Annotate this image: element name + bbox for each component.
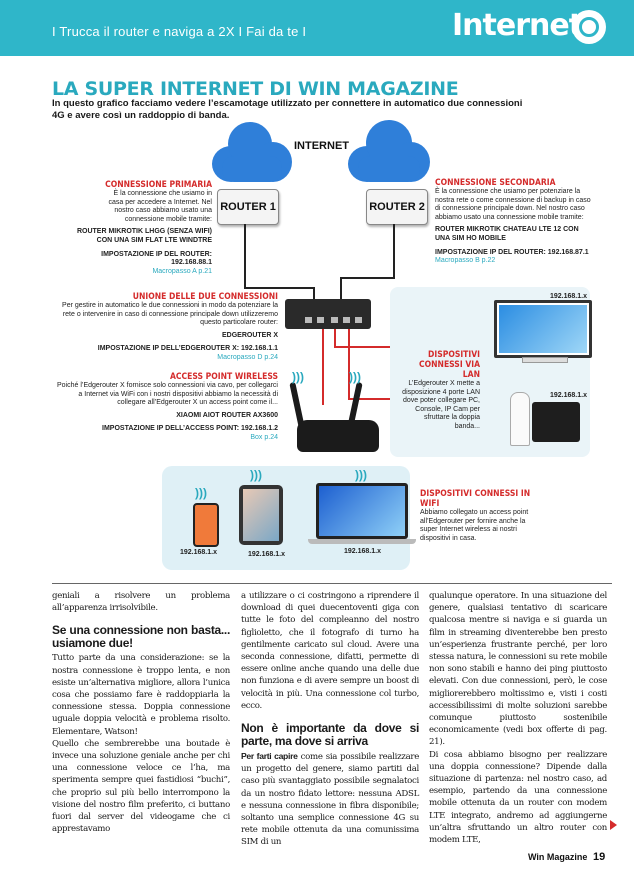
ap-device: XIAOMI AIOT ROUTER AX3600 <box>52 412 278 421</box>
primary-text: È la connessione che usiamo in casa per … <box>106 190 212 224</box>
wifi-icon: ))) <box>250 468 262 482</box>
lan-heading: DISPOSITIVI CONNESSI VIA LAN <box>400 350 480 380</box>
paragraph-text: come sia possibile realizzare un progett… <box>241 752 419 847</box>
ap-heading: ACCESS POINT WIRELESS <box>52 372 278 382</box>
union-heading: UNIONE DELLE DUE CONNESSIONI <box>52 292 278 302</box>
cable-lan-2 <box>348 329 350 399</box>
paragraph: Tutto parte da una considerazione: se la… <box>52 652 230 737</box>
ip-laptop: 192.168.1.x <box>344 548 381 555</box>
secondary-ip: IMPOSTAZIONE IP DEL ROUTER: 192.168.87.1 <box>435 249 595 258</box>
primary-ref: Macropasso A p.21 <box>74 268 212 277</box>
paragraph: Di cosa abbiamo bisogno per realizzare u… <box>429 749 607 847</box>
ps5-console-image <box>510 392 530 446</box>
wifi-icon: ))) <box>195 486 207 500</box>
paragraph: a utilizzare o ci costringono a riprende… <box>241 590 419 712</box>
ip-console: 192.168.1.x <box>550 392 587 399</box>
cloud-icon-left <box>212 122 292 182</box>
ap-text: Poiché l’Edgerouter X fornisce solo conn… <box>52 382 278 408</box>
keyboard-image <box>522 357 568 363</box>
wifi-icon: ))) <box>349 370 361 384</box>
desktop-pc-image <box>494 300 592 358</box>
internet-label: INTERNET <box>294 140 349 152</box>
lan-text: L’Edgerouter X mette a disposizione 4 po… <box>400 380 480 432</box>
cable-ap <box>322 329 324 405</box>
figure-intro: In questo grafico facciamo vedere l’esca… <box>52 98 532 122</box>
cable-router2-h <box>340 277 395 279</box>
globe-icon <box>572 10 606 44</box>
paragraph: geniali a risolvere un problema all’appa… <box>52 590 230 614</box>
paragraph: qualunque operatore. In una situazione d… <box>429 590 607 749</box>
subheading: Non è importante da dove si parte, ma do… <box>241 722 419 747</box>
paragraph: Per farti capire come sia possibile real… <box>241 750 419 849</box>
tablet-image <box>239 485 283 545</box>
wifi-icon: ))) <box>292 370 304 384</box>
secondary-block: CONNESSIONE SECONDARIA È la connessione … <box>435 178 595 266</box>
magazine-name: Win Magazine <box>528 852 587 862</box>
union-ip: IMPOSTAZIONE IP DELL’EDGEROUTER X: 192.1… <box>52 345 278 354</box>
primary-heading: CONNESSIONE PRIMARIA <box>74 180 212 190</box>
ap-block: ACCESS POINT WIRELESS Poiché l’Edgeroute… <box>52 372 278 443</box>
section-title: Internet <box>452 8 582 43</box>
article-column-1: geniali a risolvere un problema all’appa… <box>52 590 230 835</box>
laptop-image <box>316 483 408 539</box>
cable-router1-h <box>244 287 314 289</box>
wifi-icon: ))) <box>355 468 367 482</box>
ap-ref: Box p.24 <box>52 434 278 443</box>
lead-in: Per farti capire <box>241 751 298 761</box>
cable-router2-v <box>340 277 342 301</box>
primary-device: ROUTER MIKROTIK LHGG (SENZA WIFI) CON UN… <box>74 228 212 245</box>
page-number: 19 <box>593 851 605 863</box>
ap-ip: IMPOSTAZIONE IP DELL’ACCESS POINT: 192.1… <box>52 425 278 434</box>
lan-block: DISPOSITIVI CONNESSI VIA LAN L’Edgeroute… <box>400 350 480 432</box>
breadcrumb: I Trucca il router e naviga a 2X I Fai d… <box>52 24 306 39</box>
access-point-image <box>297 420 379 452</box>
paragraph: Quello che sembrerebbe una boutade è inv… <box>52 738 230 836</box>
wifi-block: DISPOSITIVI CONNESSI IN WIFI Abbiamo col… <box>420 489 532 543</box>
union-text: Per gestire in automatico le due conness… <box>52 302 278 328</box>
union-block: UNIONE DELLE DUE CONNESSIONI Per gestire… <box>52 292 278 363</box>
ip-pc: 192.168.1.x <box>550 293 587 300</box>
ip-phone: 192.168.1.x <box>180 549 217 556</box>
router-2: ROUTER 2 <box>366 189 428 225</box>
article-column-2: a utilizzare o ci costringono a riprende… <box>241 590 419 849</box>
secondary-heading: CONNESSIONE SECONDARIA <box>435 178 595 188</box>
page-footer: Win Magazine 19 <box>528 851 605 863</box>
article-column-3: qualunque operatore. In una situazione d… <box>429 590 607 846</box>
edgerouter-image <box>285 299 371 329</box>
wifi-text: Abbiamo collegato un access point all’Ed… <box>420 509 532 543</box>
union-device: EDGEROUTER X <box>52 332 278 341</box>
ps4-console-image <box>532 402 580 442</box>
cloud-icon-right <box>348 120 430 182</box>
divider <box>52 583 612 584</box>
secondary-device: ROUTER MIKROTIK CHATEAU LTE 12 CON UNA S… <box>435 226 595 243</box>
secondary-ref: Macropasso B p.22 <box>435 257 595 266</box>
wifi-heading: DISPOSITIVI CONNESSI IN WIFI <box>420 489 532 509</box>
subheading: Se una connessione non basta... usiamone… <box>52 624 230 649</box>
union-ref: Macropasso D p.24 <box>52 354 278 363</box>
smartphone-image <box>193 503 219 547</box>
page-header: I Trucca il router e naviga a 2X I Fai d… <box>0 0 634 56</box>
cable-router2 <box>393 224 395 278</box>
cable-lan-1 <box>334 329 336 347</box>
primary-block: CONNESSIONE PRIMARIA È la connessione ch… <box>74 180 212 276</box>
laptop-base <box>308 539 416 544</box>
primary-ip: IMPOSTAZIONE IP DEL ROUTER: 192.168.88.1 <box>74 251 212 268</box>
router-1: ROUTER 1 <box>217 189 279 225</box>
secondary-text: È la connessione che usiamo per potenzia… <box>435 188 595 222</box>
continue-arrow-icon <box>610 820 617 830</box>
figure-title: LA SUPER INTERNET DI WIN MAGAZINE <box>52 78 458 100</box>
ip-tablet: 192.168.1.x <box>248 551 285 558</box>
cable-router1 <box>244 224 246 288</box>
